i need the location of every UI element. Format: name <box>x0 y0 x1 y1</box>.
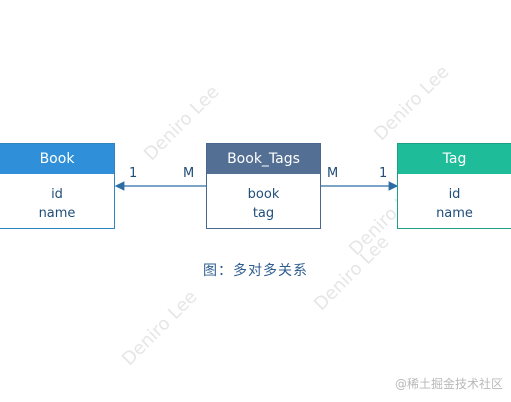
entity-book-tags-field-book: book <box>247 187 280 202</box>
entity-tag-title: Tag <box>398 144 511 174</box>
entity-tag-field-name: name <box>436 206 473 221</box>
entity-tag-field-id: id <box>448 187 461 202</box>
cardinality-right-many: M <box>327 166 339 181</box>
cardinality-left-many: M <box>183 166 195 181</box>
diagram-caption: 图：多对多关系 <box>203 263 308 279</box>
entity-book-tags-title: Book_Tags <box>207 144 320 174</box>
entity-book-tags: Book_Tags book tag <box>206 143 321 229</box>
entity-book-tags-field-tag: tag <box>252 206 275 221</box>
entity-book-title: Book <box>0 144 114 174</box>
entity-book-field-id: id <box>51 187 63 202</box>
source-credit: @稀土掘金技术社区 <box>394 377 503 391</box>
entity-tag: Tag id name <box>397 143 511 229</box>
entity-book-field-name: name <box>38 206 76 221</box>
cardinality-left-one: 1 <box>129 166 138 181</box>
entity-book: Book id name <box>0 143 115 229</box>
cardinality-right-one: 1 <box>379 166 388 181</box>
